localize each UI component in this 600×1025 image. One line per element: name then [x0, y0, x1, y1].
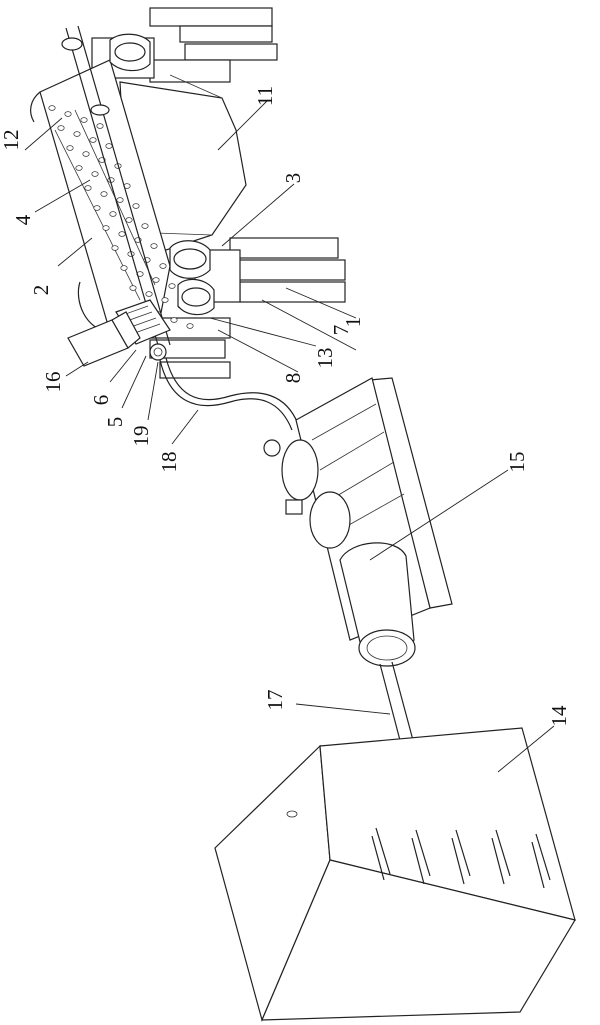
label-18: 18 — [157, 452, 181, 473]
drum-hole — [57, 125, 65, 131]
label-19: 19 — [129, 426, 153, 447]
drum-hole — [186, 323, 194, 329]
label-7: 7 — [329, 325, 353, 336]
drum-hole — [129, 285, 137, 291]
label-16: 16 — [41, 372, 65, 393]
drum-hole — [118, 231, 126, 237]
label-14: 14 — [547, 705, 571, 727]
drum-hole — [96, 123, 104, 129]
drum-hole — [120, 265, 128, 271]
hose — [159, 357, 299, 431]
drum-hole — [170, 317, 178, 323]
label-4: 4 — [11, 214, 35, 225]
drum-hole — [168, 283, 176, 289]
leader-lines — [24, 99, 555, 773]
drum-hole — [75, 165, 83, 171]
perforated-drum — [30, 59, 194, 333]
drum-hole — [93, 205, 101, 211]
drum-hole — [64, 111, 72, 117]
motor-pump-assembly — [263, 377, 453, 667]
small-box — [67, 311, 141, 367]
drum-hole — [80, 117, 88, 123]
drum-hole — [91, 171, 99, 177]
main-shaft — [61, 25, 171, 353]
drum-hole — [84, 185, 92, 191]
drum-perforations — [48, 105, 194, 329]
label-8: 8 — [281, 373, 305, 384]
label-17: 17 — [263, 690, 287, 711]
drum-hole — [141, 223, 149, 229]
bearing-blocks — [109, 33, 215, 316]
drum-hole — [66, 145, 74, 151]
label-3: 3 — [281, 173, 305, 184]
drum-hole — [116, 197, 124, 203]
drum-hole — [159, 263, 167, 269]
reference-numerals: 12 4 2 11 3 1 7 13 8 16 6 5 19 18 15 17 … — [0, 86, 571, 727]
label-12: 12 — [0, 130, 23, 151]
drum-hole — [161, 297, 169, 303]
drum-hole — [102, 225, 110, 231]
drum-hole — [145, 291, 153, 297]
label-11: 11 — [253, 86, 277, 106]
drum-hole — [109, 211, 117, 217]
label-5: 5 — [103, 417, 127, 428]
label-13: 13 — [313, 348, 337, 369]
drum-hole — [132, 203, 140, 209]
drum-hole — [89, 137, 97, 143]
drum-hole — [125, 217, 133, 223]
label-6: 6 — [89, 395, 113, 406]
drum-hole — [105, 143, 113, 149]
drum-hole — [100, 191, 108, 197]
tank-cabinet — [214, 727, 576, 1022]
drum-hole — [82, 151, 90, 157]
drum-hole — [48, 105, 56, 111]
pipe — [379, 661, 415, 749]
label-1: 1 — [341, 317, 365, 328]
drum-hole — [150, 243, 158, 249]
label-15: 15 — [505, 452, 529, 473]
drum-hole — [152, 277, 160, 283]
label-2: 2 — [29, 285, 53, 296]
drum-hole — [73, 131, 81, 137]
drum-hole — [111, 245, 119, 251]
